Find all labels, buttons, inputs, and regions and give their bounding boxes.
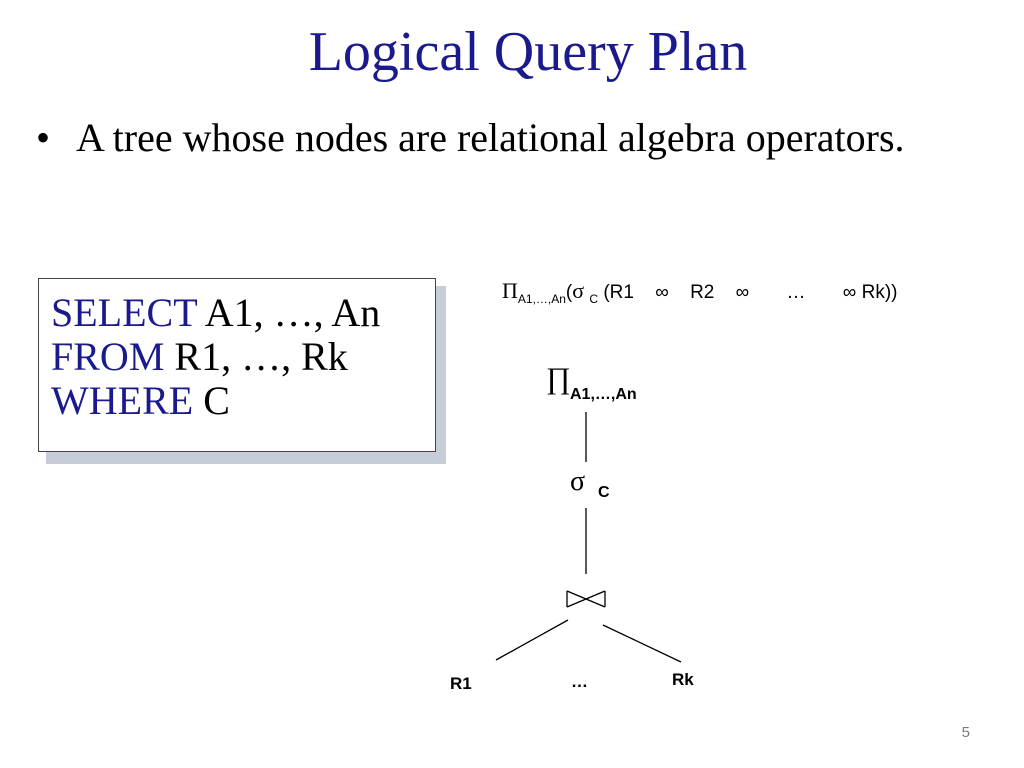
sql-from-line: FROM R1, …, Rk	[51, 335, 435, 379]
formula-rk: Rk))	[861, 282, 898, 303]
formula-pi: Π	[502, 278, 518, 303]
formula-sigma: σ	[572, 278, 585, 303]
formula-join-2: ∞	[735, 282, 750, 303]
sql-query-box: SELECT A1, …, An FROM R1, …, Rk WHERE C	[38, 278, 436, 452]
edge-join-right	[602, 624, 682, 663]
sql-where-condition: C	[193, 378, 230, 423]
formula-join-1: ∞	[655, 282, 669, 303]
formula-ellipsis: …	[786, 282, 806, 303]
sql-from-keyword: FROM	[51, 334, 165, 379]
sql-select-keyword: SELECT	[51, 290, 197, 335]
tree-sigma-symbol: σ	[570, 466, 586, 497]
join-bowtie-icon	[566, 590, 606, 608]
sql-select-columns: A1, …, An	[196, 290, 381, 335]
tree-pi-symbol: ∏	[546, 362, 571, 395]
formula-sigma-subscript: C	[589, 291, 599, 306]
sql-where-line: WHERE C	[51, 379, 435, 423]
tree-leaf-ellipsis: …	[571, 672, 588, 691]
sql-where-keyword: WHERE	[51, 378, 194, 423]
algebra-formula: ΠA1,…,An(σ C (R1 ∞ R2 ∞ … ∞ Rk))	[502, 278, 897, 306]
tree-leaf-r1: R1	[450, 674, 472, 693]
formula-open-paren: (	[565, 282, 573, 303]
slide-title: Logical Query Plan	[308, 21, 748, 83]
bullet-marker: •	[36, 115, 51, 160]
tree-sigma-label: C	[598, 484, 610, 501]
formula-join-3: ∞	[842, 282, 857, 303]
formula-r2: R2	[690, 282, 715, 303]
page-number: 5	[961, 724, 970, 741]
sql-from-tables: R1, …, Rk	[164, 334, 348, 379]
edge-join-left	[495, 619, 569, 661]
tree-pi-label: A1,…,An	[570, 386, 637, 403]
formula-r1: (R1	[603, 282, 634, 303]
tree-leaf-rk: Rk	[672, 670, 694, 689]
sql-select-line: SELECT A1, …, An	[51, 291, 435, 335]
bullet-text: A tree whose nodes are relational algebr…	[76, 115, 905, 160]
formula-pi-subscript: A1,…,An	[517, 291, 566, 306]
